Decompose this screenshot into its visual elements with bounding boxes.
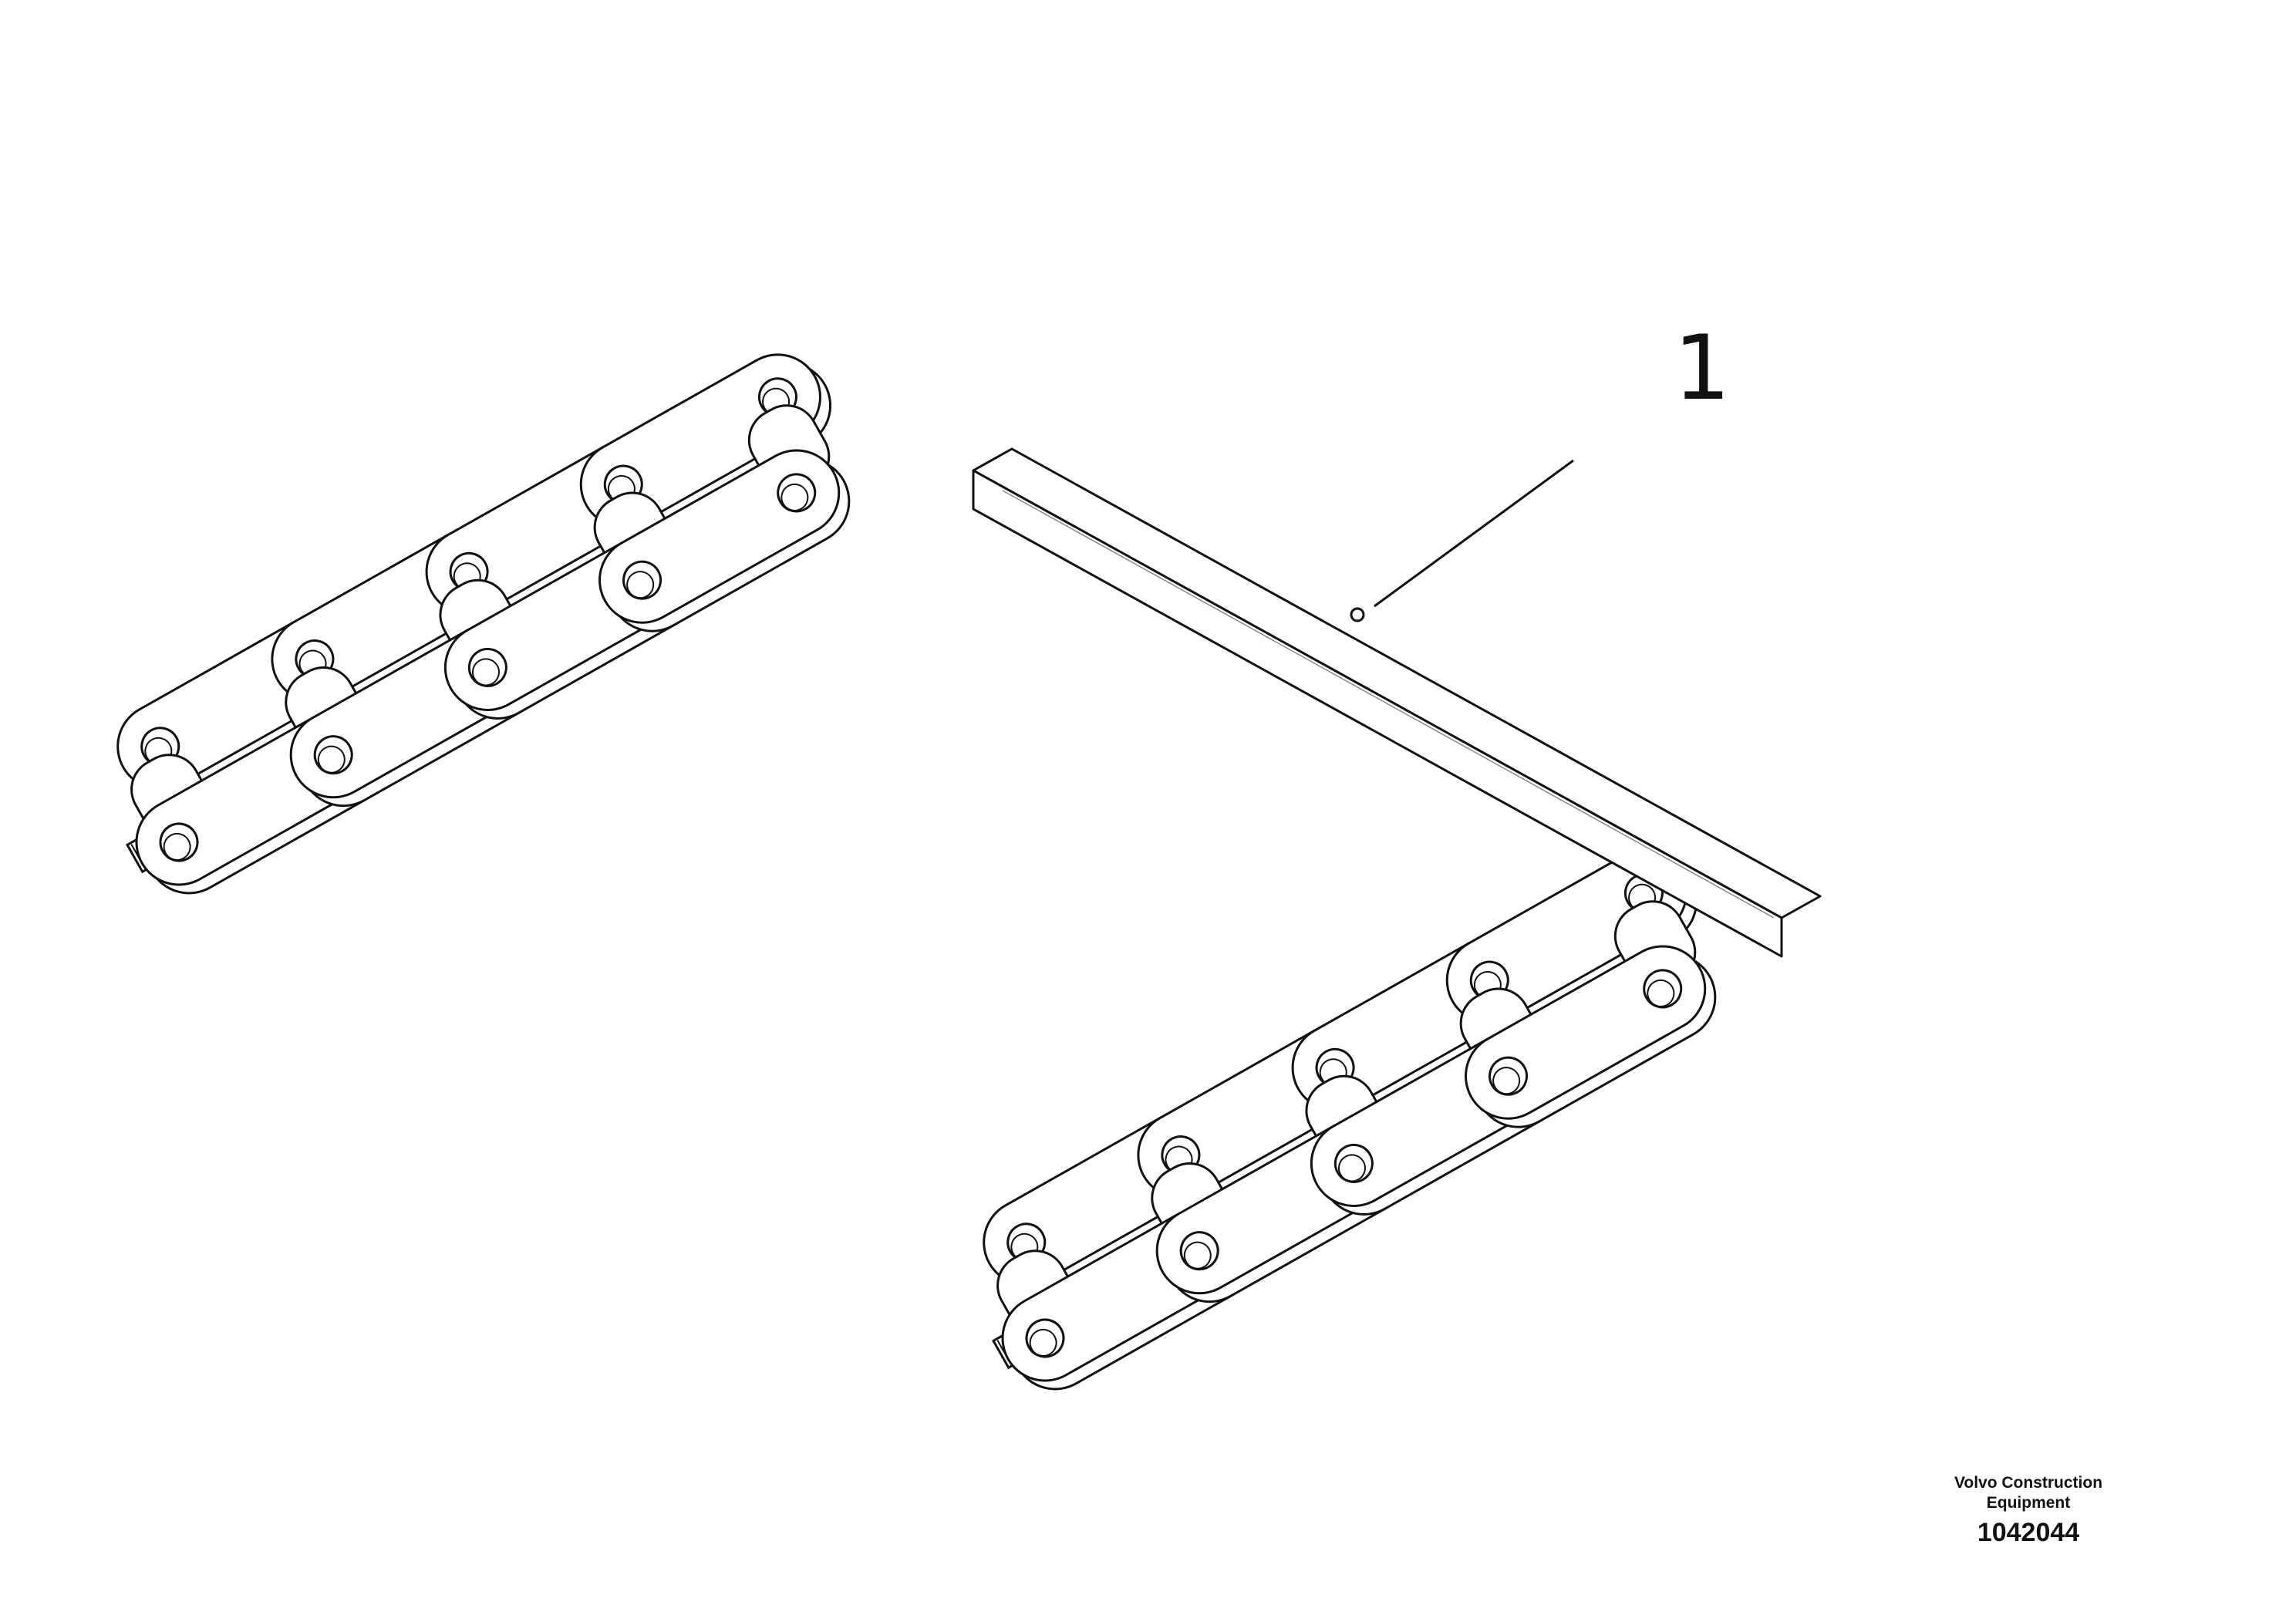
lower-roller-chain	[983, 849, 1717, 1391]
front-plate-1-hole-0	[1179, 1231, 1219, 1271]
leader-line	[1350, 459, 1574, 622]
front-plate-3-hole-0	[1489, 1056, 1529, 1096]
front-plate-1-hole-0	[313, 735, 353, 775]
front-plate-0-hole-0	[1025, 1318, 1065, 1358]
cross-bar	[972, 447, 1822, 958]
manufacturer-label: Volvo Construction Equipment	[1905, 1473, 2152, 1513]
front-plate-2-hole-inner-0	[1337, 1154, 1366, 1182]
front-plate-3-hole-inner-0	[1492, 1067, 1521, 1095]
front-plate-3-hole-1	[1643, 969, 1683, 1009]
front-plate-3-hole-inner-0	[626, 571, 655, 599]
front-plate-0-hole-0	[159, 822, 199, 862]
front-plate-2-hole-inner-0	[471, 658, 500, 686]
manufacturer-line-2: Equipment	[1986, 1494, 2071, 1512]
front-plate-3-hole-1	[777, 473, 817, 513]
front-plate-2-hole-0	[1333, 1143, 1374, 1183]
front-plate-3-hole-inner-1	[1647, 979, 1675, 1007]
front-plate-3-hole-0	[622, 560, 663, 600]
upper-roller-chain	[116, 353, 851, 895]
front-plate-0-hole-inner-0	[1029, 1328, 1057, 1357]
drawing-number: 1042044	[1977, 1518, 2080, 1547]
front-plate-0-hole-inner-0	[163, 832, 191, 861]
callout-number: 1	[1674, 316, 1731, 420]
front-plate-1-hole-inner-0	[317, 745, 346, 774]
front-plate-2-hole-0	[467, 647, 507, 687]
front-plate-3-hole-inner-1	[781, 483, 809, 511]
front-plate-1-hole-inner-0	[1183, 1241, 1212, 1270]
manufacturer-line-1: Volvo Construction	[1954, 1474, 2103, 1492]
